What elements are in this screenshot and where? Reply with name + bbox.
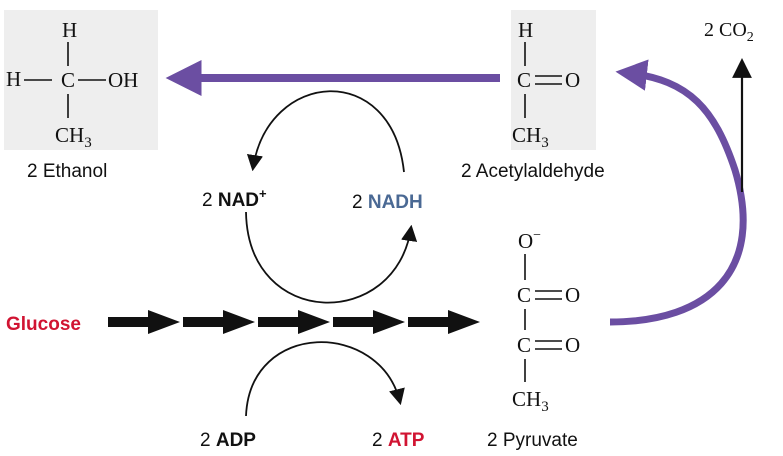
ethanol-atom-h-left: H [6, 67, 21, 91]
co2-label: 2 CO2 [704, 19, 754, 45]
pyruvate-atom-ch3: CH3 [512, 387, 549, 415]
atp-label: 2 ATP [372, 430, 425, 451]
acetaldehyde-atom-c: C [517, 68, 531, 92]
pyruvate-atom-o2: O [565, 333, 580, 357]
glycolysis-arrow-2 [183, 310, 255, 334]
ethanol-atom-oh: OH [108, 68, 138, 92]
pyruvate-atom-c2: C [517, 333, 531, 357]
nad-to-nadh-arc [245, 211, 418, 304]
adp-label: 2 ADP [200, 430, 256, 451]
nadh-label: 2 NADH [352, 192, 423, 213]
ethanol-atom-h-top: H [62, 18, 77, 42]
pyruvate-atom-o1: O [565, 283, 580, 307]
ethanol-label: 2 Ethanol [27, 161, 107, 182]
pyruvate-structure: O− C O C O CH3 [512, 228, 580, 415]
glycolysis-arrow-3 [258, 310, 330, 334]
pyruvate-atom-o-minus: O− [518, 228, 541, 253]
ethanol-atom-c: C [61, 68, 75, 92]
ethanol-structure: H H C OH CH3 [6, 18, 138, 151]
acetaldehyde-label: 2 Acetylaldehyde [461, 161, 605, 182]
glycolysis-arrow-5 [408, 310, 480, 334]
acetaldehyde-box [511, 10, 596, 150]
pyruvate-label: 2 Pyruvate [487, 430, 578, 451]
acetaldehyde-structure: H C O CH3 [512, 18, 580, 151]
pyruvate-atom-c1: C [517, 283, 531, 307]
nad-plus-label: 2 NAD+ [202, 186, 267, 211]
glycolysis-arrow-1 [108, 310, 180, 334]
glucose-label: Glucose [6, 314, 81, 335]
pyruvate-to-acetaldehyde-arrow [609, 59, 747, 326]
glycolysis-arrows [108, 310, 480, 334]
acetaldehyde-atom-ch3: CH3 [512, 123, 549, 151]
acetaldehyde-atom-h: H [518, 18, 533, 42]
ethanol-atom-ch3: CH3 [55, 123, 92, 151]
nadh-to-nad-arc [246, 90, 405, 173]
acetaldehyde-atom-o: O [565, 68, 580, 92]
glycolysis-arrow-4 [333, 310, 405, 334]
adp-to-atp-arc [245, 341, 405, 417]
